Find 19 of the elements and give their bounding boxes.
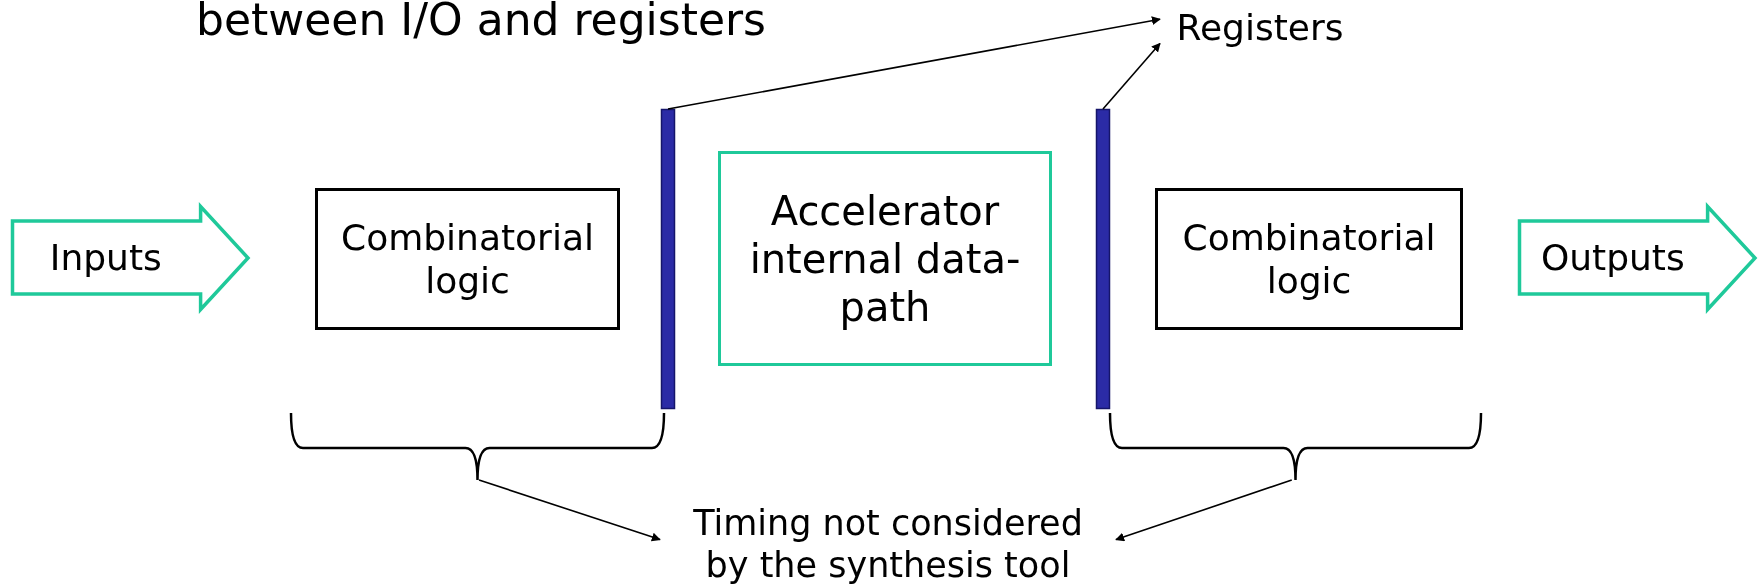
register-bar <box>1096 109 1110 409</box>
arrow <box>478 479 661 542</box>
curly-bracket <box>289 413 666 480</box>
datapath-box <box>718 151 1052 366</box>
arrow <box>1102 42 1161 110</box>
register-bar <box>661 109 675 409</box>
arrow <box>1115 479 1293 542</box>
heading-text: between I/O and registers <box>196 0 767 45</box>
box-label: Combinatorial logic <box>340 215 595 303</box>
box-label: Accelerator internal data-path <box>748 186 1022 331</box>
curly-bracket <box>1108 413 1483 480</box>
box-label: Timing not considered by the synthesis tool <box>692 502 1084 586</box>
arrow-label: Inputs <box>48 236 163 280</box>
arrow-label: Outputs <box>1539 236 1686 280</box>
logic-box <box>315 188 620 330</box>
logic-box <box>1155 188 1463 330</box>
callout-label: Registers <box>1176 6 1344 50</box>
box-label: Combinatorial logic <box>1181 215 1437 303</box>
arrow <box>667 16 1161 110</box>
